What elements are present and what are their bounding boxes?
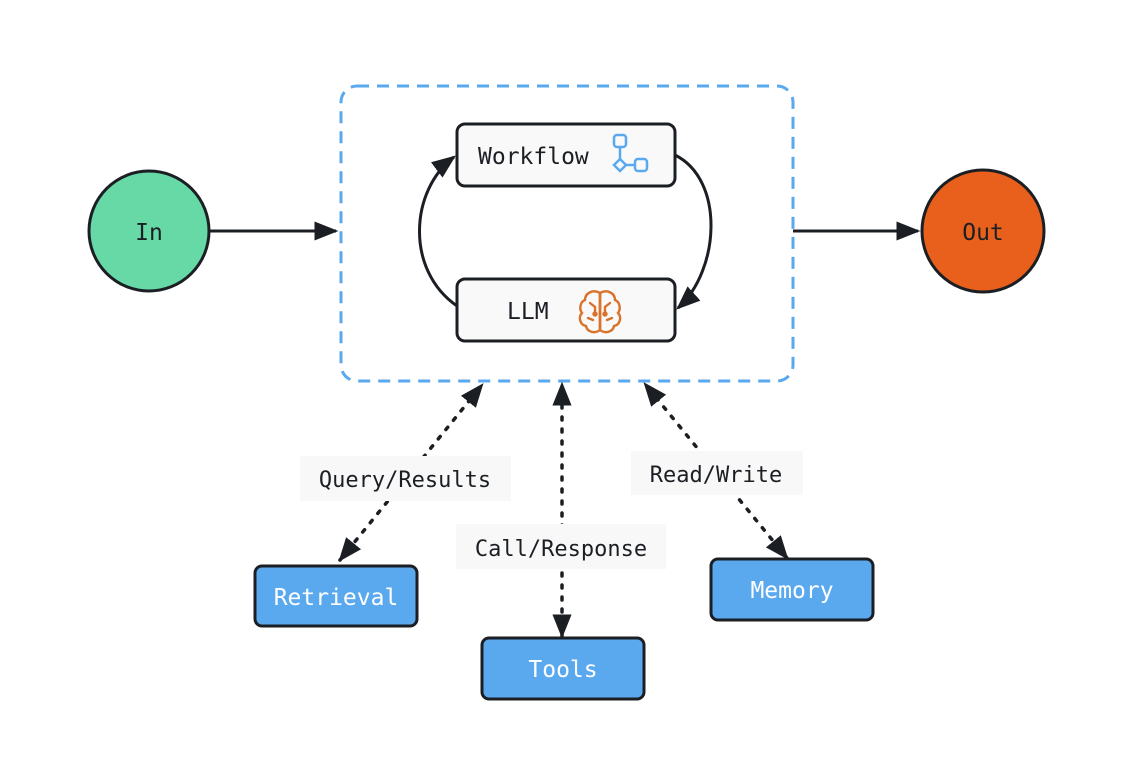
tools-edge-label: Call/Response (456, 524, 666, 569)
retrieval-edge-text: Query/Results (319, 468, 491, 493)
retrieval-node: Retrieval (253, 564, 419, 628)
workflow-icon (612, 133, 649, 173)
llm-to-workflow-arrow (418, 155, 458, 308)
tools-node: Tools (480, 636, 646, 701)
llm-label: LLM (507, 299, 549, 325)
workflow-box: Workflow (455, 122, 677, 188)
agent-container (339, 84, 795, 383)
tools-label: Tools (528, 657, 597, 683)
tools-edge-text: Call/Response (475, 537, 647, 562)
memory-edge-text: Read/Write (650, 463, 782, 488)
memory-edge-label: Read/Write (631, 451, 803, 495)
memory-node: Memory (709, 557, 875, 622)
memory-label: Memory (750, 578, 833, 604)
workflow-to-llm-arrow (674, 153, 713, 310)
input-node: In (87, 169, 211, 293)
retrieval-label: Retrieval (274, 585, 399, 611)
llm-box: LLM (455, 277, 677, 343)
input-node-label: In (135, 220, 163, 246)
output-node-label: Out (962, 220, 1004, 246)
brain-icon (578, 290, 622, 334)
workflow-label: Workflow (478, 144, 589, 170)
retrieval-edge-label: Query/Results (300, 456, 511, 501)
output-node: Out (920, 168, 1046, 294)
